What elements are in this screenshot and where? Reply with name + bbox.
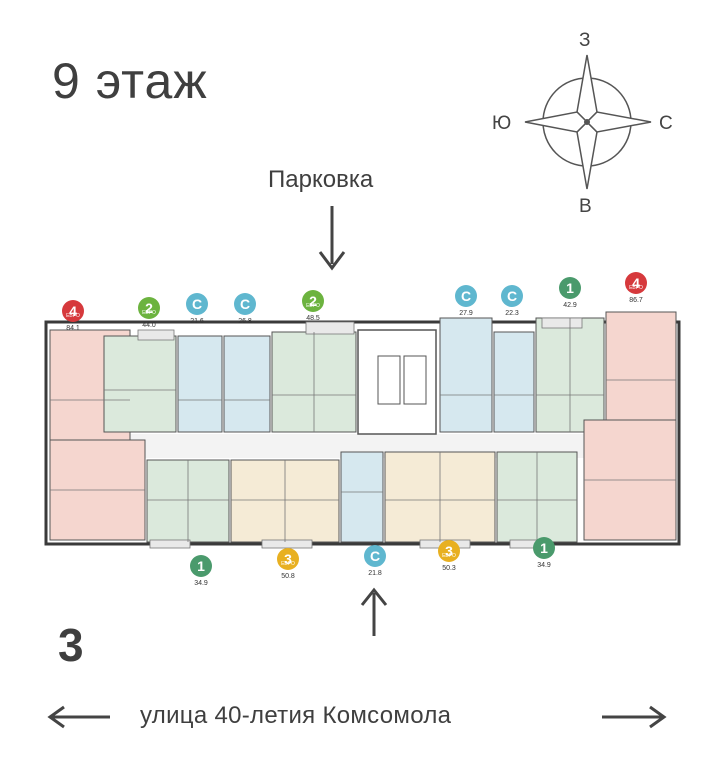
entrance-arrow-icon [360,587,388,636]
unit-type-marker: С [364,545,386,567]
unit-type-label: С [239,296,251,312]
floor-title: 9 этаж [52,53,208,109]
unit-type-label: 3 [445,543,453,559]
unit-type-label: 2 [145,300,153,316]
unit-type-marker: С [186,293,208,315]
unit-type-label: С [506,288,518,304]
parking-arrow-icon [318,206,346,271]
unit-type-marker: 1 [190,555,212,577]
unit-type-label: 4 [69,303,77,319]
unit-euro-label: ЕВРО [281,561,295,567]
unit-type-label: 2 [309,293,317,309]
compass-west-label: Ю [492,113,512,134]
unit-area-label: 44.0 [142,322,156,329]
unit-type-label: 3 [284,551,292,567]
top-unit-badge[interactable]: С 22.3 [499,285,525,317]
unit-area-label: 50.8 [281,573,295,580]
unit-area-label: 21.8 [368,570,382,577]
bottom-unit-badge[interactable]: С 21.8 [362,545,388,577]
unit-area-label: 50.3 [442,565,456,572]
unit-area-label: 34.9 [194,580,208,587]
unit-area-label: 34.9 [537,562,551,569]
unit-area-label: 27.9 [459,310,473,317]
unit-type-marker: 1 [533,537,555,559]
unit-area-label: 48.5 [306,315,320,322]
compass-north-label: З [579,30,591,51]
unit-type-marker: С [234,293,256,315]
unit-euro-label: ЕВРО [142,310,156,316]
unit-area-label: 22.3 [505,310,519,317]
unit-area-label: 42.9 [563,302,577,309]
street-arrow-left-icon [47,705,110,729]
section-number: 3 [58,619,84,671]
unit-type-label: С [460,288,472,304]
top-unit-badge[interactable]: С 21.6 [184,293,210,325]
unit-area-label: 84.1 [66,325,80,332]
compass-east-label: С [659,113,673,134]
unit-type-label: 1 [566,280,574,296]
street-label: улица 40-летия Комсомола [140,702,452,729]
street-arrow-right-icon [602,705,667,729]
unit-type-marker: С [501,285,523,307]
unit-area-label: 21.6 [190,318,204,325]
unit-type-label: С [369,548,381,564]
top-unit-badge[interactable]: С 26.8 [232,293,258,325]
unit-area-label: 26.8 [238,318,252,325]
unit-type-label: 4 [632,275,640,291]
unit-euro-label: ЕВРО [442,553,456,559]
unit-type-marker: 1 [559,277,581,299]
unit-euro-label: ЕВРО [629,285,643,291]
unit-type-label: 1 [197,558,205,574]
unit-type-marker: С [455,285,477,307]
unit-type-label: 1 [540,540,548,556]
unit-euro-label: ЕВРО [306,303,320,309]
top-unit-badge[interactable]: С 27.9 [453,285,479,317]
parking-label: Парковка [268,166,374,193]
compass-south-label: В [579,196,592,217]
unit-type-label: С [191,296,203,312]
unit-euro-label: ЕВРО [66,313,80,319]
unit-area-label: 86.7 [629,297,643,304]
